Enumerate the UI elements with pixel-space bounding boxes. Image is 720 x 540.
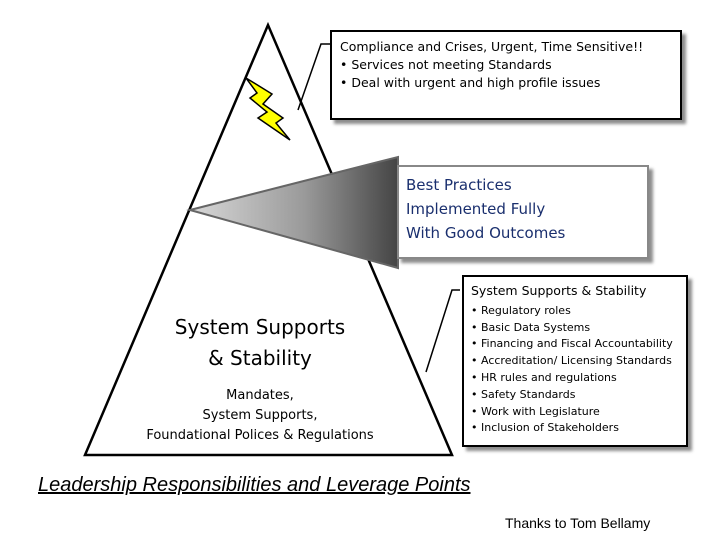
supports-bullet: Regulatory roles xyxy=(471,303,679,320)
credit-text: Thanks to Tom Bellamy xyxy=(505,515,651,531)
pyramid-base-subtitle: Mandates, System Supports, Foundational … xyxy=(110,386,410,446)
supports-bullet: Basic Data Systems xyxy=(471,320,679,337)
supports-bullet: HR rules and regulations xyxy=(471,370,679,387)
supports-callout-box: System Supports & Stability Regulatory r… xyxy=(462,275,688,447)
best-practices-box: Best Practices Implemented Fully With Go… xyxy=(397,165,649,259)
pyramid-base-title-line: & Stability xyxy=(208,346,312,370)
compliance-callout-box: Compliance and Crises, Urgent, Time Sens… xyxy=(330,30,682,120)
best-practices-line: Best Practices xyxy=(406,176,512,194)
pyramid-base-subtitle-line: Foundational Polices & Regulations xyxy=(146,428,374,443)
supports-bullet: Safety Standards xyxy=(471,387,679,404)
supports-bullet: Work with Legislature xyxy=(471,404,679,421)
supports-callout-line xyxy=(425,289,460,373)
compliance-callout-line xyxy=(297,43,330,111)
supports-bullet: Accreditation/ Licensing Standards xyxy=(471,353,679,370)
supports-title: System Supports & Stability xyxy=(471,283,647,298)
best-practices-line: With Good Outcomes xyxy=(406,224,566,242)
supports-bullet: Inclusion of Stakeholders xyxy=(471,420,679,437)
pyramid-base-title-line: System Supports xyxy=(174,315,346,339)
compliance-bullet: Services not meeting Standards xyxy=(340,56,672,74)
pyramid-base-title: System Supports & Stability xyxy=(110,312,410,374)
compliance-bullet-list: Services not meeting Standards Deal with… xyxy=(340,56,672,92)
lightning-bolt-icon xyxy=(245,77,291,141)
pyramid-base-text: System Supports & Stability Mandates, Sy… xyxy=(110,312,410,446)
leadership-heading: Leadership Responsibilities and Leverage… xyxy=(38,474,471,496)
supports-bullet: Financing and Fiscal Accountability xyxy=(471,336,679,353)
supports-bullet-list: Regulatory roles Basic Data Systems Fina… xyxy=(471,303,679,437)
compliance-bullet: Deal with urgent and high profile issues xyxy=(340,74,672,92)
compliance-title: Compliance and Crises, Urgent, Time Sens… xyxy=(340,39,644,54)
pyramid-base-subtitle-line: Mandates, xyxy=(226,388,294,403)
best-practices-line: Implemented Fully xyxy=(406,200,546,218)
pyramid-base-subtitle-line: System Supports, xyxy=(202,408,318,423)
